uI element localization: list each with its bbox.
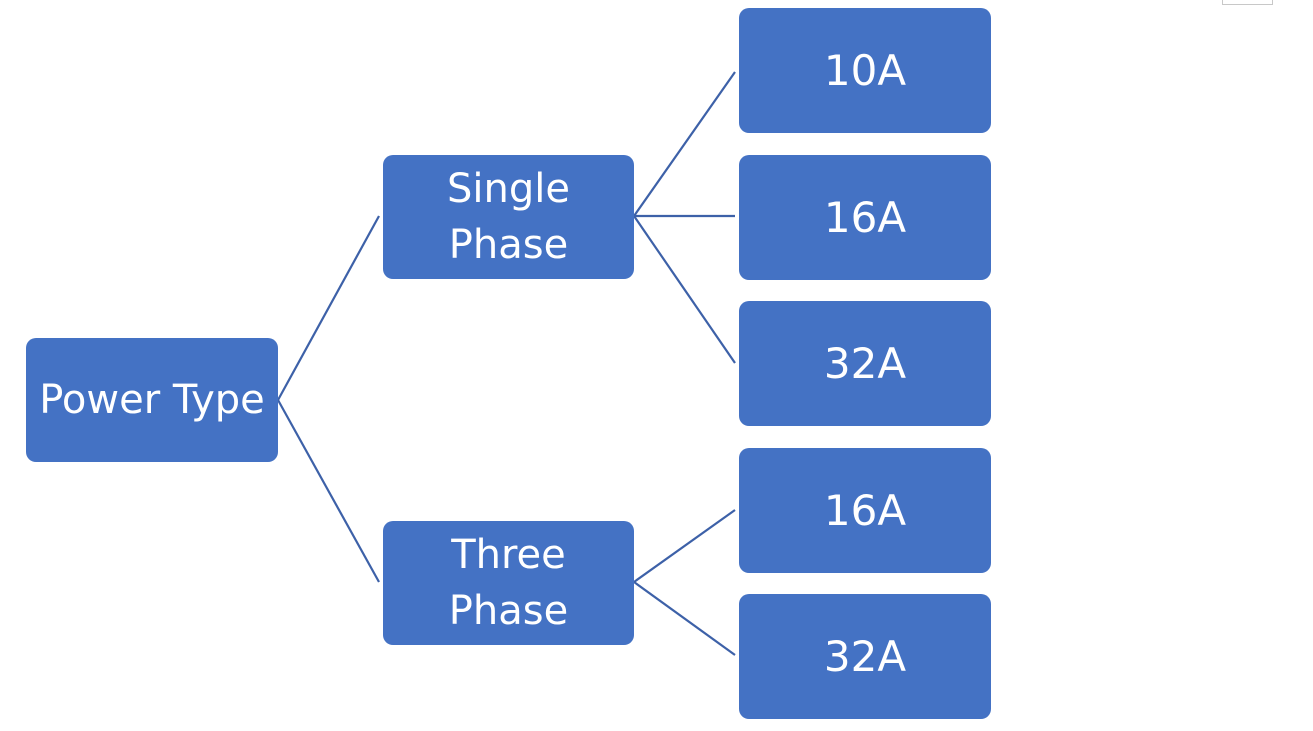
connector-single-phase-to-32a [633,215,736,364]
connector-single-phase-to-10a [633,71,736,217]
resize-handle[interactable] [1222,0,1273,5]
node-power-type-label: Power Type [39,377,265,423]
node-single-phase-32a: 32A [739,301,991,426]
node-single-phase-32a-label: 32A [823,339,907,388]
connector-three-phase-to-16a [633,509,736,583]
node-three-phase-16a: 16A [739,448,991,573]
node-single-phase-16a: 16A [739,155,991,280]
node-three-phase: Three Phase [383,521,634,645]
node-three-phase-label: Three Phase [448,532,569,634]
node-single-phase-10a: 10A [739,8,991,133]
node-three-phase-32a: 32A [739,594,991,719]
node-three-phase-32a-label: 32A [823,632,907,681]
node-single-phase-10a-label: 10A [823,46,907,95]
connector-three-phase-to-32a [633,581,736,656]
node-power-type: Power Type [26,338,278,462]
connector-root-to-single-phase [277,215,380,401]
node-three-phase-16a-label: 16A [823,486,907,535]
node-single-phase: Single Phase [383,155,634,279]
node-single-phase-16a-label: 16A [823,193,907,242]
connector-root-to-three-phase [277,399,380,583]
node-single-phase-label: Single Phase [447,166,570,268]
